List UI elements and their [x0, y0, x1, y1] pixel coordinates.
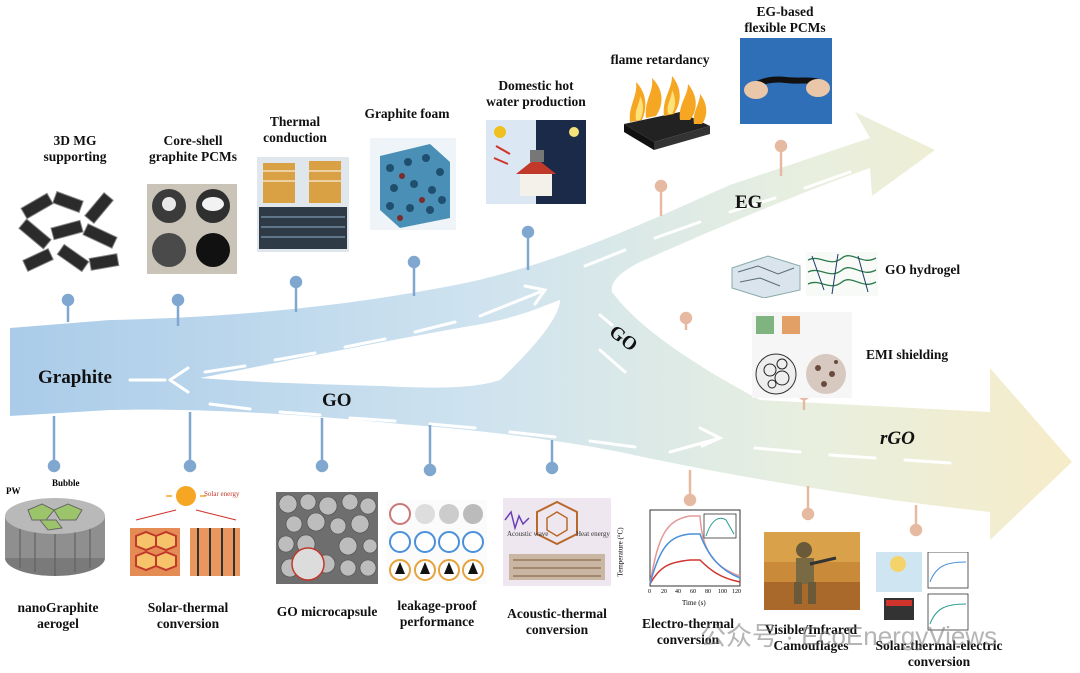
label-leakage-proof: leakage-proof performance: [397, 598, 477, 629]
thumb-go-microcapsule: [276, 492, 378, 584]
bottom-connectors: [47, 412, 559, 477]
label-emi-shielding: EMI shielding: [866, 347, 949, 362]
flame-icon: [624, 76, 710, 150]
hands-film-icon: [744, 76, 830, 99]
label-solar-thermal: Solar-thermal conversion: [147, 600, 229, 631]
label-flame-retardancy: flame retardancy: [610, 52, 710, 67]
road-label-graphite: Graphite: [38, 367, 112, 388]
thermal-conduction-icon: [259, 161, 347, 249]
thumb-solar-thermal-electric: [876, 552, 970, 632]
thumb-acoustic-thermal: [503, 498, 611, 586]
thumb-go-hydrogel: [728, 250, 880, 298]
road-island: [200, 300, 560, 388]
label-solar-thermal-electric: Solar-thermal-electric conversion: [875, 638, 1003, 669]
thumb-thermal-conduction: [257, 157, 349, 252]
road-label-go-lower: GO: [322, 390, 352, 411]
solar-energy-tag: Solar energy: [204, 490, 240, 498]
thumb-nano-aerogel: [0, 476, 110, 582]
label-hot-water: Domestic hot water production: [486, 78, 586, 109]
label-core-shell: Core-shell graphite PCMs: [148, 133, 238, 164]
road-label-eg: EG: [735, 192, 763, 213]
top-connectors: [61, 225, 535, 326]
label-3d-mg-supporting: 3D MG supporting: [43, 133, 107, 164]
electro-tick-1: 20: [661, 589, 667, 595]
acoustic-wave-tag: Acoustic wave: [507, 530, 549, 538]
heat-energy-tag: Heat energy: [576, 530, 610, 538]
ste-device-icon: [876, 552, 969, 631]
emi-shielding-icon: [755, 316, 846, 395]
label-flexible-pcms: EG-based flexible PCMs: [744, 4, 826, 35]
label-acoustic-thermal: Acoustic-thermal conversion: [507, 606, 607, 637]
electro-temp-axis: Temperature (°C): [616, 527, 625, 577]
thumb-hot-water: [486, 120, 586, 204]
label-electro-thermal: Electro-thermal conversion: [642, 616, 734, 647]
label-nano-aerogel: nanoGraphite aerogel: [17, 600, 99, 631]
electro-time-axis: Time (s): [682, 599, 706, 607]
graphite-foam-icon: [380, 144, 450, 228]
watermark: 公众号 · EcoEnergyViews: [700, 621, 998, 651]
thumb-core-shell: [147, 184, 237, 274]
electro-thermal-plot-icon: [649, 509, 741, 587]
thumb-emi: [752, 312, 852, 398]
label-thermal-conduction: Thermal conduction: [263, 114, 327, 145]
thumb-electro-thermal: [630, 506, 744, 602]
solar-thermal-icon: [130, 486, 240, 576]
electro-tick-6: 120: [732, 589, 741, 595]
electro-tick-2: 40: [675, 589, 681, 595]
hydrogel-icon: [731, 252, 878, 298]
thumb-solar-thermal: [126, 484, 244, 580]
electro-tick-0: 0: [648, 589, 651, 595]
thumb-3d-mg: [14, 190, 124, 280]
thumb-graphite-foam: [370, 138, 456, 230]
label-go-microcapsule: GO microcapsule: [276, 604, 378, 619]
microcapsule-sem-icon: [277, 493, 378, 581]
mg-network-icon: [18, 190, 120, 273]
aerogel-bubble-label: Bubble: [52, 478, 80, 488]
electro-tick-3: 60: [690, 589, 696, 595]
aerogel-pw-label: PW: [6, 486, 21, 496]
acoustic-thermal-icon: [504, 500, 605, 580]
electro-tick-4: 80: [705, 589, 711, 595]
thumb-flame: [620, 76, 712, 150]
house-solar-icon: [486, 120, 579, 204]
lane-markings: [128, 170, 952, 465]
thumb-flexible: [740, 38, 832, 124]
label-graphite-foam: Graphite foam: [364, 106, 450, 121]
electro-tick-5: 100: [718, 589, 727, 595]
soldier-camouflage-icon: [764, 532, 860, 610]
core-shell-spheres-icon: [152, 189, 230, 267]
label-camouflage: Visible/Infrared Camouflages: [764, 622, 858, 653]
bottom-connectors-warm: [683, 470, 923, 537]
thumb-camouflage: [764, 532, 860, 610]
label-go-hydrogel: GO hydrogel: [885, 262, 961, 277]
thumb-leakage-proof: [387, 500, 487, 584]
road-label-rgo: rGO: [880, 428, 915, 449]
aerogel-cylinder-icon: [5, 498, 105, 576]
leakage-proof-icon: [389, 503, 484, 581]
